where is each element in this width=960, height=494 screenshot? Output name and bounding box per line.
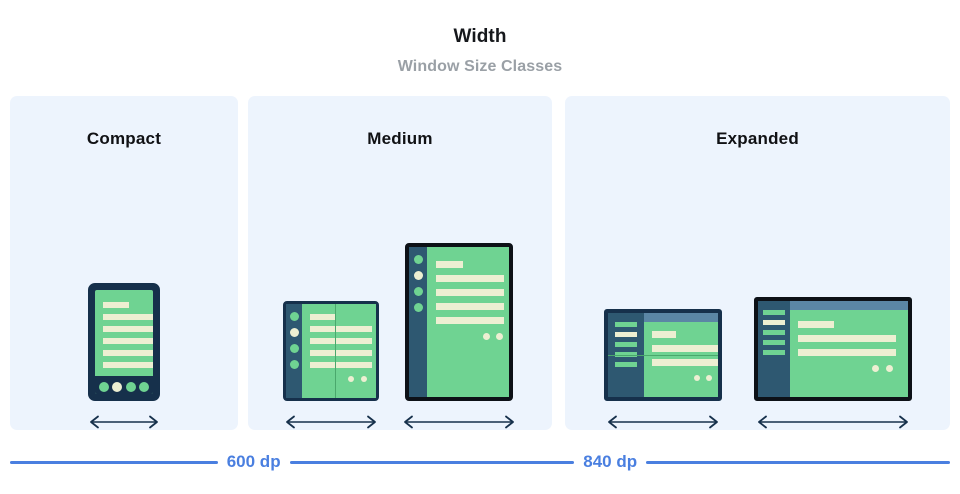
content-line — [103, 362, 153, 368]
nav-drawer-item[interactable] — [614, 362, 637, 367]
content-line — [310, 362, 372, 368]
width-arrow-icon — [90, 415, 158, 429]
panel-medium: Medium — [248, 96, 552, 430]
content-line — [310, 350, 372, 356]
phone-screen — [95, 290, 153, 394]
bottom-nav-item-active[interactable] — [112, 382, 123, 392]
header: Width Window Size Classes — [0, 0, 960, 76]
panel-compact: Compact — [10, 96, 238, 430]
nav-drawer-item[interactable] — [762, 310, 785, 315]
nav-drawer-item-active[interactable] — [762, 320, 785, 325]
nav-drawer-item[interactable] — [762, 340, 785, 345]
foldable-landscape-screen — [607, 313, 718, 397]
content-line — [797, 349, 896, 356]
bottom-nav-item[interactable] — [98, 382, 109, 392]
device-row-expanded — [565, 160, 950, 430]
content-line — [436, 317, 504, 324]
phone-portrait-device — [88, 283, 160, 401]
content-line — [310, 326, 372, 332]
breakpoint-label-600dp: 600 dp — [226, 452, 281, 471]
tablet-portrait-device — [405, 243, 513, 401]
nav-drawer-item[interactable] — [614, 342, 637, 347]
device-row-compact — [10, 160, 238, 430]
content-line — [103, 314, 153, 320]
top-app-bar — [789, 301, 908, 310]
fold-crease-horizontal — [607, 355, 718, 356]
foldable-portrait-screen — [286, 304, 376, 398]
page-title: Width — [453, 26, 507, 47]
content-line — [797, 335, 896, 342]
size-class-panels: Compact — [0, 96, 960, 430]
fold-crease-vertical — [335, 304, 336, 398]
width-arrow-icon — [757, 415, 908, 429]
device-row-medium — [248, 160, 552, 430]
panel-title-medium: Medium — [367, 129, 433, 148]
nav-rail-item[interactable] — [413, 255, 423, 264]
tablet-portrait-screen — [409, 247, 509, 397]
navigation-drawer — [757, 301, 790, 397]
nav-drawer-item[interactable] — [614, 322, 637, 327]
page-subtitle: Window Size Classes — [397, 58, 563, 75]
device-column-tablet-portrait — [401, 243, 517, 430]
content-dot — [496, 333, 503, 340]
content-dot — [361, 376, 367, 382]
nav-drawer-item[interactable] — [762, 350, 785, 355]
nav-rail-item-active[interactable] — [413, 271, 423, 280]
content-line — [436, 275, 504, 282]
nav-rail-item-active[interactable] — [289, 328, 299, 337]
content-line — [310, 338, 372, 344]
content-line — [436, 261, 463, 268]
nav-rail-item[interactable] — [289, 360, 299, 369]
bottom-nav-item[interactable] — [139, 382, 150, 392]
content-dot — [871, 365, 879, 372]
tablet-landscape-device — [753, 297, 912, 401]
content-line — [651, 359, 718, 366]
nav-drawer-item-active[interactable] — [614, 332, 637, 337]
nav-rail-item[interactable] — [413, 287, 423, 296]
bottom-nav-item[interactable] — [125, 382, 136, 392]
panel-title-compact: Compact — [86, 129, 162, 148]
breakpoint-label-840dp: 840 dp — [583, 452, 638, 471]
device-column-foldable-portrait — [283, 301, 379, 430]
content-line — [436, 289, 504, 296]
content-dot — [705, 375, 712, 381]
breakpoint-scale: 600 dp 840 dp — [0, 430, 960, 494]
phone-bottom-navigation-bar — [95, 376, 153, 394]
content-line — [797, 321, 834, 328]
scale-segment-medium — [289, 460, 575, 464]
content-dot — [693, 375, 700, 381]
nav-rail-item[interactable] — [289, 312, 299, 321]
content-line — [103, 350, 153, 356]
top-app-bar — [643, 313, 718, 322]
width-arrow-icon — [286, 415, 376, 429]
content-line — [103, 302, 129, 308]
content-dot — [348, 376, 354, 382]
width-arrow-icon — [607, 415, 718, 429]
navigation-rail — [286, 304, 302, 398]
width-arrow-icon — [404, 415, 514, 429]
panel-title-expanded: Expanded — [716, 129, 799, 148]
content-line — [651, 331, 676, 338]
device-column-foldable-landscape — [603, 309, 722, 430]
tablet-landscape-screen — [757, 301, 908, 397]
foldable-portrait-device — [283, 301, 379, 401]
scale-segment-compact — [10, 460, 218, 464]
content-line — [103, 326, 153, 332]
foldable-landscape-device — [603, 309, 722, 401]
device-column-tablet-landscape — [753, 297, 912, 430]
nav-rail-item[interactable] — [413, 303, 423, 312]
content-line — [310, 314, 336, 320]
content-dot — [483, 333, 490, 340]
content-dot — [885, 365, 893, 372]
nav-rail-item[interactable] — [289, 344, 299, 353]
scale-segment-expanded — [646, 460, 950, 464]
navigation-rail — [409, 247, 427, 397]
nav-drawer-item[interactable] — [614, 352, 637, 357]
content-line — [436, 303, 504, 310]
nav-drawer-item[interactable] — [762, 330, 785, 335]
content-line — [103, 338, 153, 344]
panel-expanded: Expanded — [565, 96, 950, 430]
content-line — [651, 345, 718, 352]
device-column-phone — [87, 283, 161, 430]
